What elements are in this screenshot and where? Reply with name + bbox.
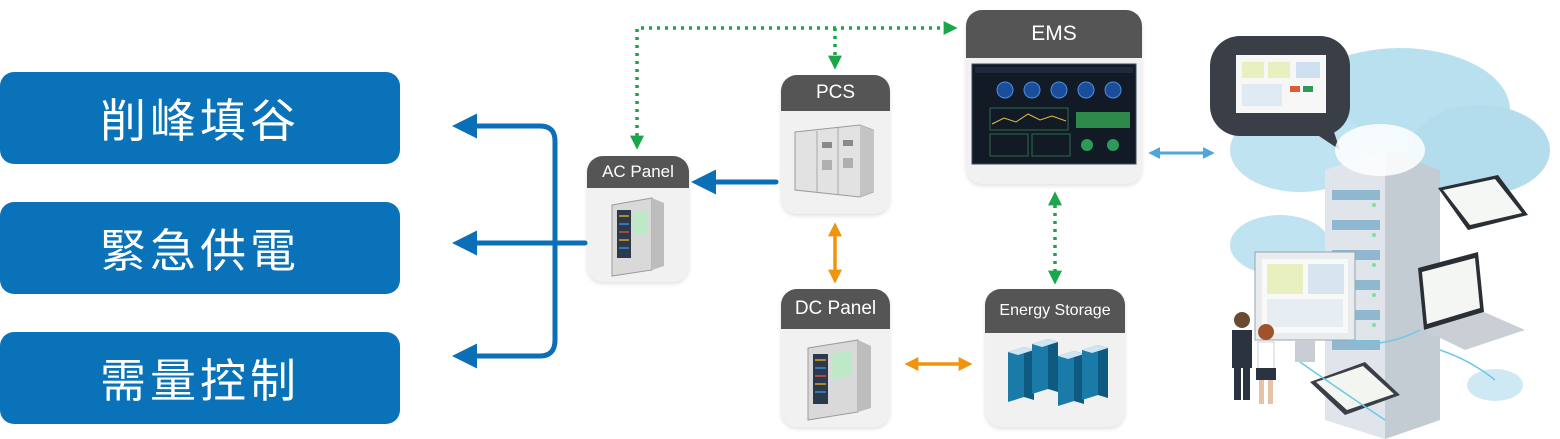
power-distribution-arrows	[452, 113, 779, 369]
energy-storage-label: Energy Storage	[999, 302, 1111, 319]
function-label: 需量控制	[100, 354, 300, 408]
function-box-emergency-power: 緊急供電	[0, 202, 400, 294]
energy-storage-header: Energy Storage	[985, 289, 1125, 333]
communication-links	[630, 21, 1062, 285]
people-figures	[1232, 312, 1276, 404]
dc-panel-header: DC Panel	[781, 289, 890, 329]
pcs-cabinet-icon	[794, 124, 874, 198]
ac-panel-card: AC Panel	[587, 156, 689, 282]
ac-panel-cabinet-icon	[611, 197, 664, 277]
function-label: 削峰填谷	[100, 94, 300, 148]
function-box-demand-control: 需量控制	[0, 332, 400, 424]
comm-ac-panel-ems	[630, 21, 958, 150]
battery-rack-icon	[1008, 339, 1108, 406]
dc-panel-label: DC Panel	[794, 298, 877, 319]
ac-panel-header: AC Panel	[587, 156, 689, 188]
dc-panel-cabinet-icon	[807, 339, 871, 421]
ems-label: EMS	[1031, 22, 1077, 45]
ac-panel-label: AC Panel	[602, 162, 674, 181]
ems-dashboard-icon	[971, 63, 1137, 165]
function-box-peak-shaving: 削峰填谷	[0, 72, 400, 164]
function-label: 緊急供電	[100, 224, 300, 278]
dc-links	[828, 222, 973, 371]
ems-header: EMS	[966, 10, 1142, 58]
cloud-server-devices-icon	[1210, 36, 1550, 439]
